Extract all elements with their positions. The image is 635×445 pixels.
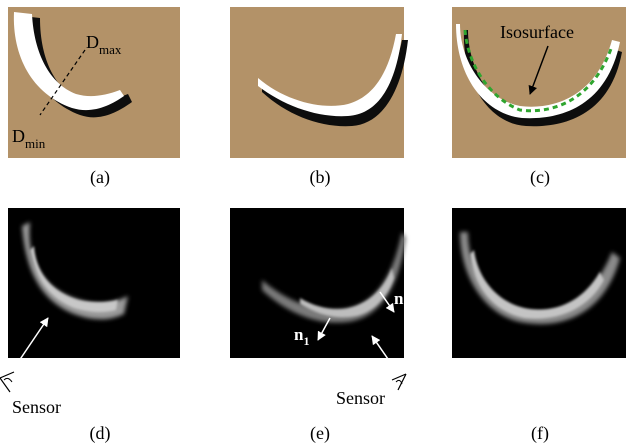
panel-b: (b) <box>230 7 408 188</box>
panel-e-background <box>230 208 404 358</box>
panel-e-core <box>300 268 394 318</box>
isosurface-label: Isosurface <box>500 22 574 42</box>
panel-a: Dmax Dmin (a) <box>8 7 180 188</box>
panel-f: (f) <box>452 208 626 444</box>
panel-e: n1 n2 Sensor (e) <box>230 208 409 444</box>
panel-d: Sensor (d) <box>0 208 180 444</box>
sensor-eye-icon <box>0 371 15 393</box>
caption-d: (d) <box>90 423 111 444</box>
sensor-label-e: Sensor <box>336 388 385 408</box>
n1-label: n1 <box>294 325 309 348</box>
panel-a-surface <box>13 12 124 111</box>
normal-n2-arrow-icon <box>379 291 395 313</box>
panel-d-core <box>30 246 118 313</box>
n2-label: n2 <box>394 289 409 312</box>
sensor-eye-icon <box>391 373 407 391</box>
panel-b-surface <box>258 34 402 117</box>
caption-c: (c) <box>530 167 550 188</box>
dmax-label: Dmax <box>86 32 122 57</box>
panel-d-glow <box>22 222 128 320</box>
caption-e: (e) <box>310 423 330 444</box>
sensor-arrow-e-icon <box>371 335 405 383</box>
dmin-label: Dmin <box>12 126 46 151</box>
caption-f: (f) <box>531 423 549 444</box>
isosurface-arrow-icon <box>528 45 549 95</box>
caption-a: (a) <box>90 167 110 188</box>
panel-d-background <box>8 208 180 358</box>
sensor-label-d: Sensor <box>12 397 61 417</box>
panel-c: Isosurface (c) <box>452 7 626 188</box>
isosurface-line <box>463 29 614 113</box>
caption-b: (b) <box>310 167 331 188</box>
sensor-arrow-d-icon <box>1 317 49 387</box>
panel-f-core <box>470 250 604 319</box>
normal-n1-arrow-icon <box>317 317 331 341</box>
panel-a-dashed-line <box>39 49 86 116</box>
